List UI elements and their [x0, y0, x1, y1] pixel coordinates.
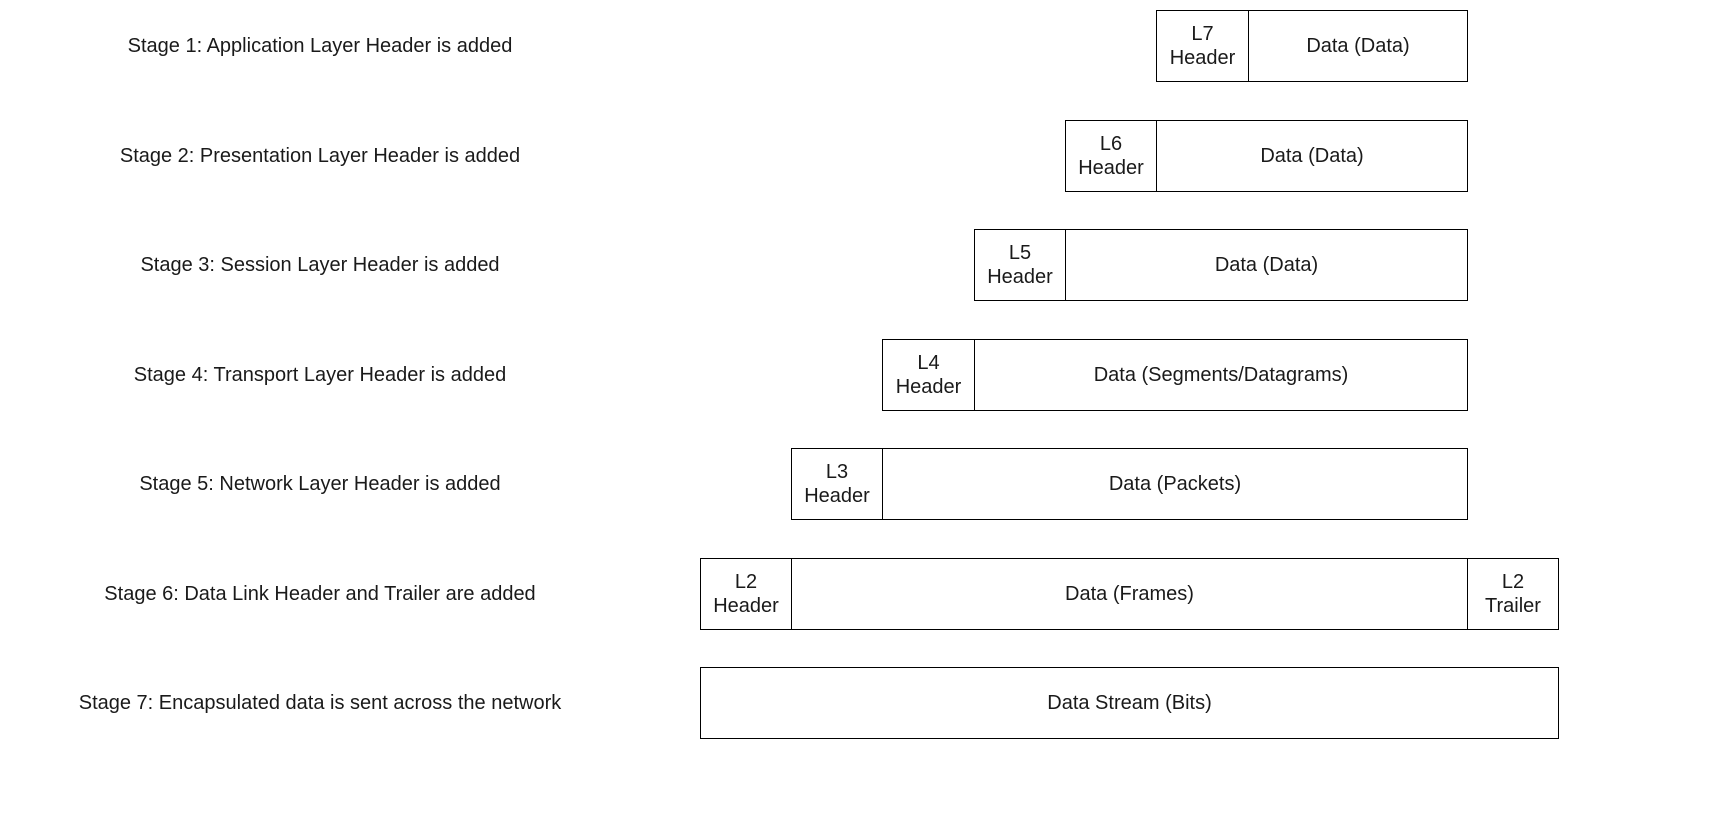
stage-4-label: Stage 4: Transport Layer Header is added [133, 364, 507, 386]
stage-5-data-box: Data (Packets) [882, 448, 1468, 520]
stage-2-label: Stage 2: Presentation Layer Header is ad… [119, 145, 521, 167]
stage-3-label: Stage 3: Session Layer Header is added [140, 254, 500, 276]
stage-3-header-box: L5 Header [974, 229, 1066, 301]
stage-7-stream-box: Data Stream (Bits) [700, 667, 1559, 739]
stage-7-label: Stage 7: Encapsulated data is sent acros… [78, 692, 562, 714]
stage-3-data-box: Data (Data) [1065, 229, 1468, 301]
stage-4-data-box: Data (Segments/Datagrams) [974, 339, 1468, 411]
stage-4-header-box: L4 Header [882, 339, 975, 411]
stage-1-header-box: L7 Header [1156, 10, 1249, 82]
stage-2-data-box: Data (Data) [1156, 120, 1468, 192]
stage-6-data-box: Data (Frames) [791, 558, 1468, 630]
stage-6-trailer-box: L2 Trailer [1467, 558, 1559, 630]
stage-2-header-box: L6 Header [1065, 120, 1157, 192]
stage-1-label: Stage 1: Application Layer Header is add… [127, 35, 513, 57]
stage-6-label: Stage 6: Data Link Header and Trailer ar… [104, 583, 536, 605]
stage-6-header-box: L2 Header [700, 558, 792, 630]
stage-5-label: Stage 5: Network Layer Header is added [139, 473, 501, 495]
stage-1-data-box: Data (Data) [1248, 10, 1468, 82]
stage-5-header-box: L3 Header [791, 448, 883, 520]
